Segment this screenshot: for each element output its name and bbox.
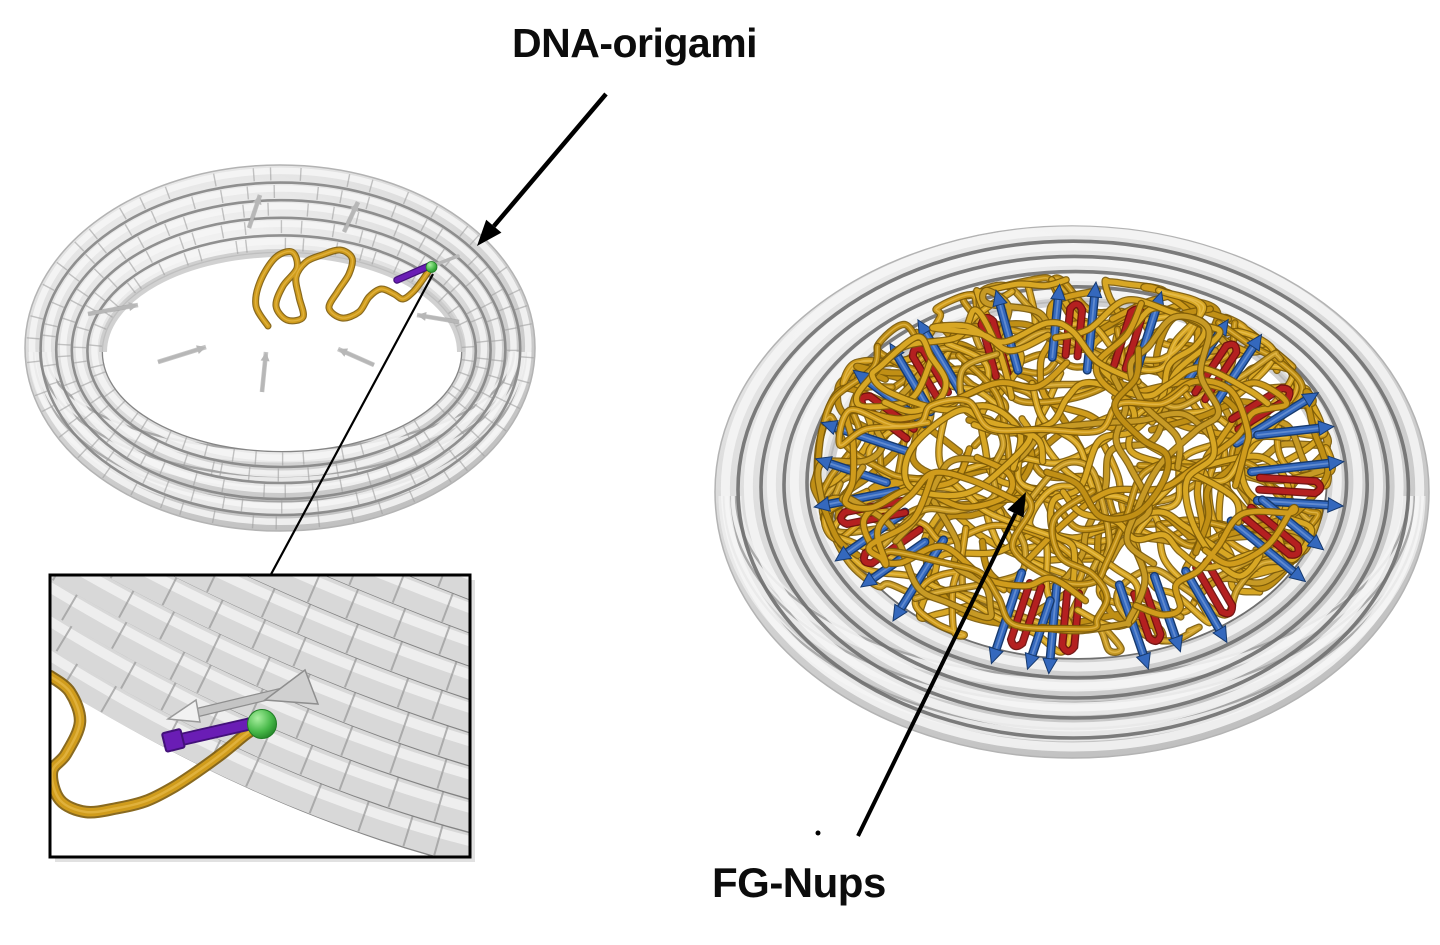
fg-nups-label: FG-Nups (712, 859, 886, 906)
annotation-arrows (477, 92, 1026, 837)
fg-nups-ring (714, 225, 1430, 759)
dna-origami-label: DNA-origami (512, 20, 758, 66)
zoom-inset-panel (48, 573, 475, 862)
inset-callout-line (268, 273, 434, 579)
dna-origami-ring (24, 164, 536, 532)
